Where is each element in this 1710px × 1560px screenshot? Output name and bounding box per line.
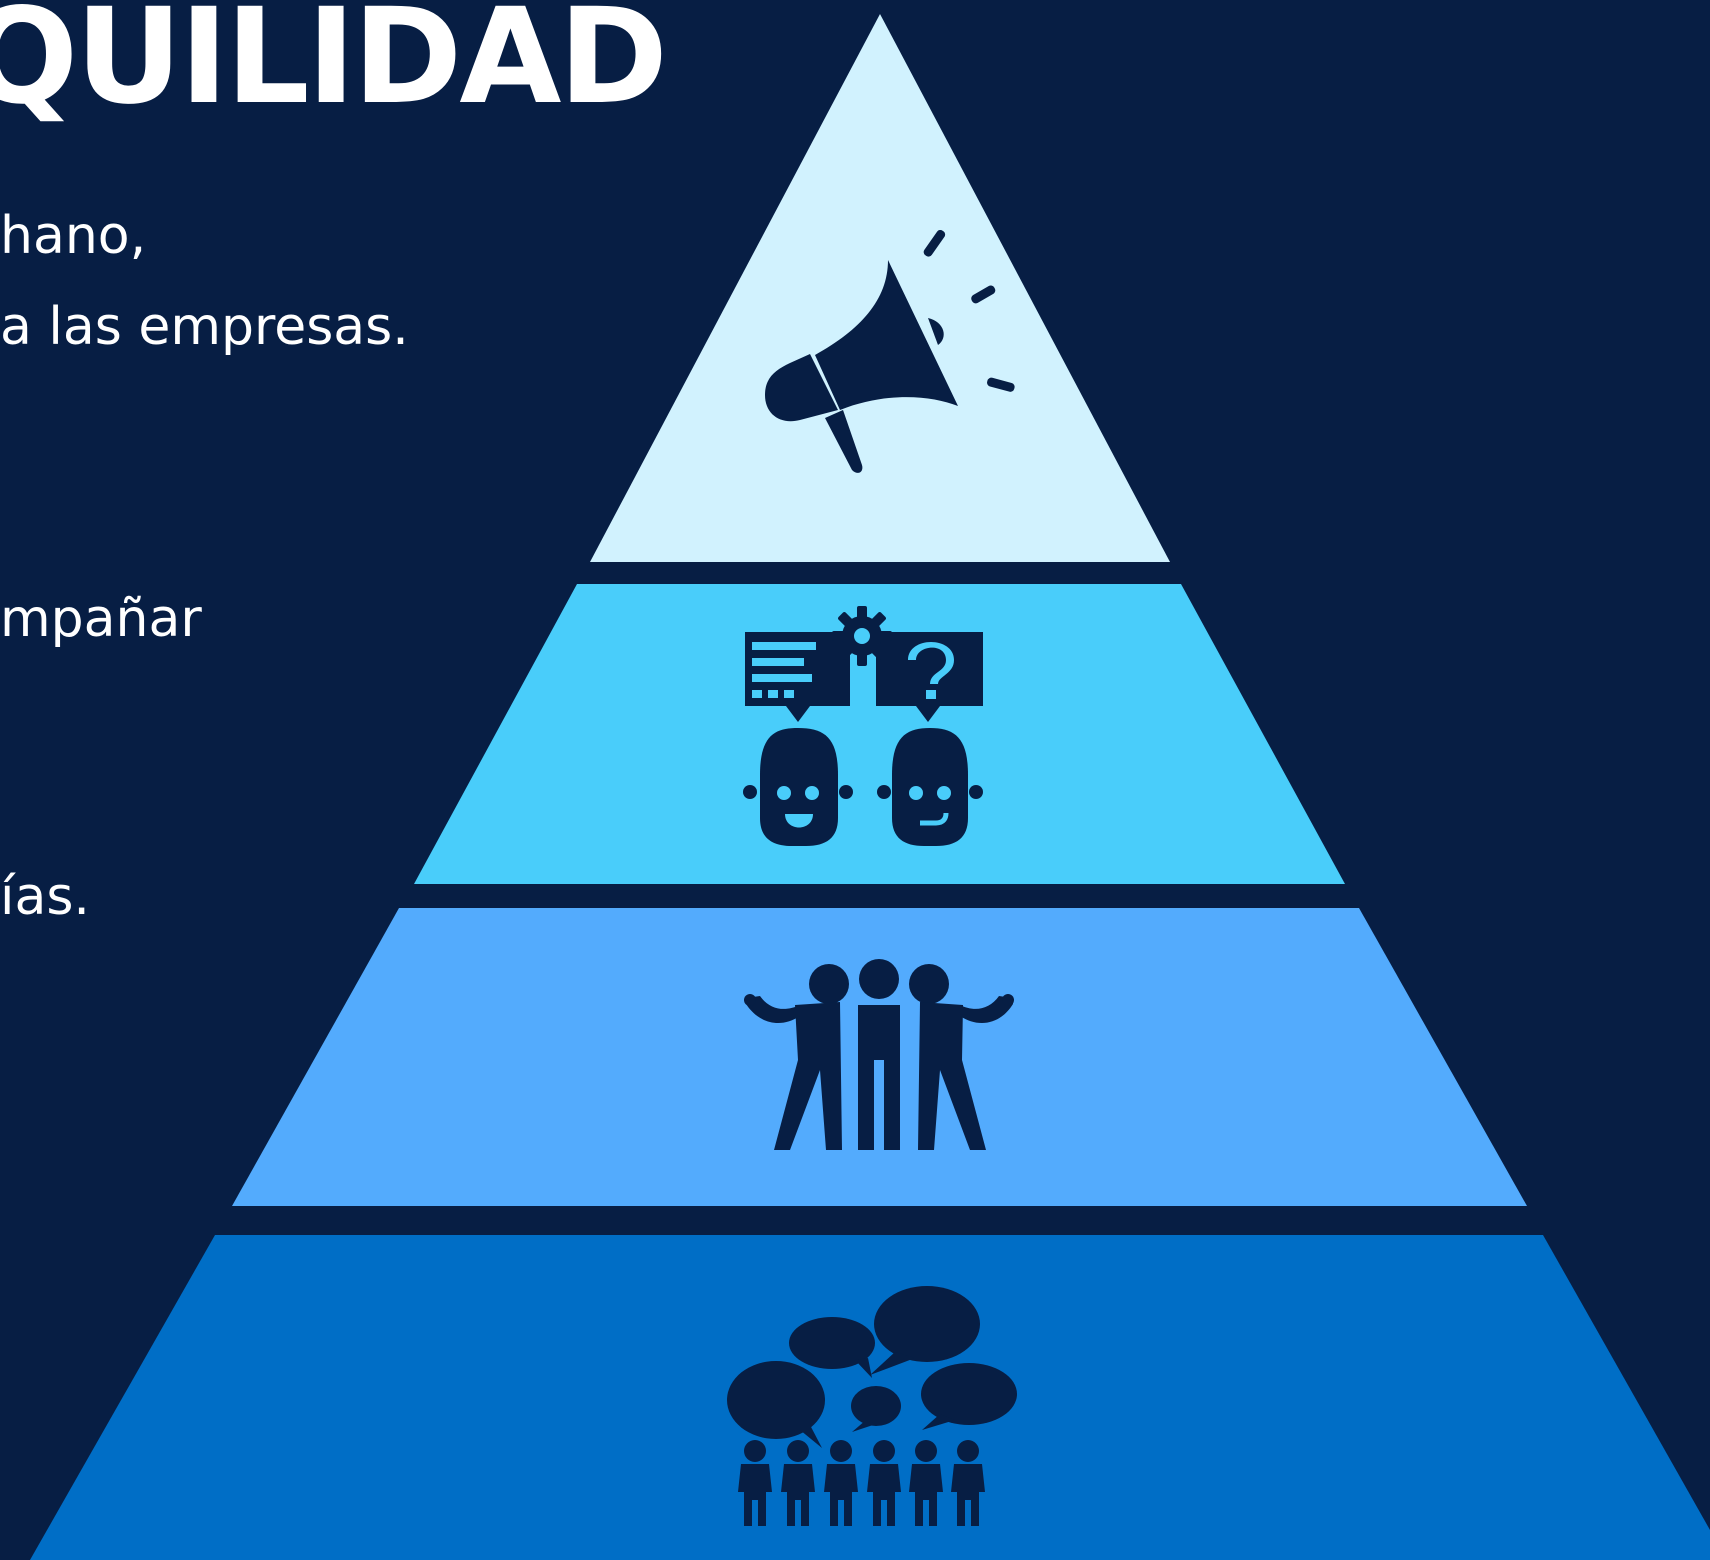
- pyramid-level-3: [232, 908, 1527, 1206]
- person-row: [738, 1440, 985, 1526]
- pyramid-level-2: [414, 584, 1345, 884]
- text-line-1: hano,: [0, 206, 147, 266]
- text-line-3: mpañar: [0, 589, 202, 649]
- pyramid-level-4: [30, 1235, 1710, 1560]
- group-hug-icon: [744, 959, 1014, 1150]
- two-people-discussion-icon-details: [752, 628, 954, 828]
- slide-title: QUILIDAD: [0, 0, 668, 134]
- pyramid-level-1-shape: [590, 14, 1170, 562]
- text-line-4: ías.: [0, 867, 90, 927]
- pyramid-level-2-shape: [414, 584, 1345, 884]
- pyramid-level-1: [590, 14, 1170, 562]
- text-line-2: a las empresas.: [0, 297, 409, 357]
- megaphone-icon: [765, 229, 1015, 473]
- crowd-talking-icon: [727, 1286, 1017, 1526]
